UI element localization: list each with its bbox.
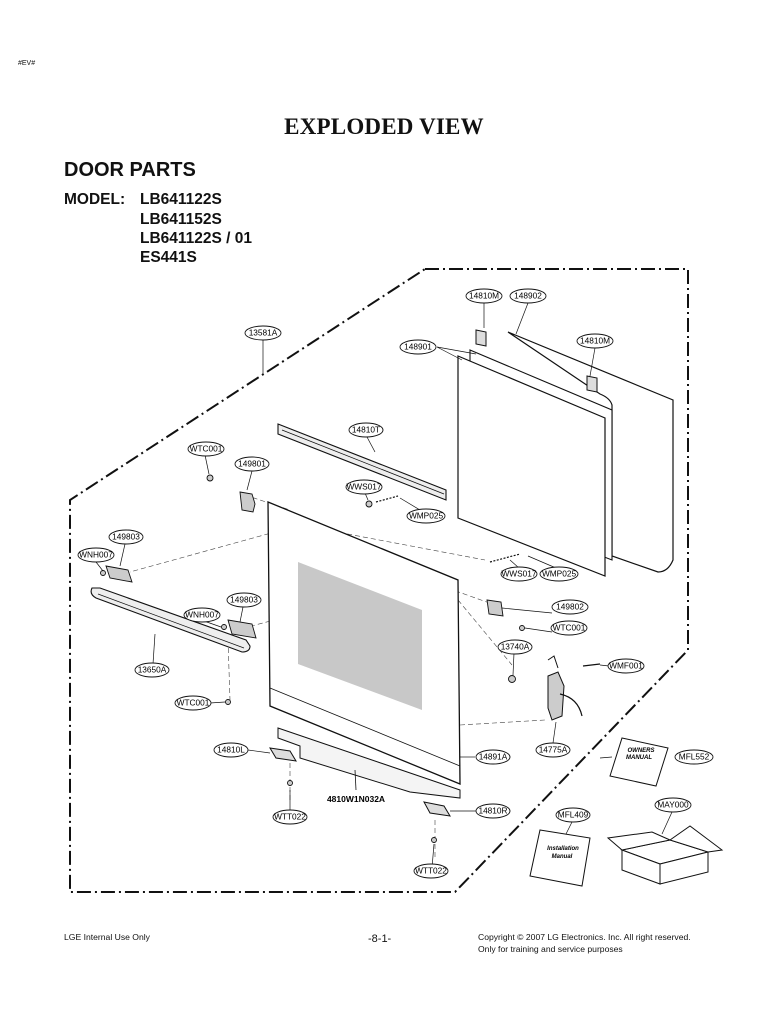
installation-manual-text: Manual bbox=[552, 854, 573, 860]
inner-glass-panel-front bbox=[457, 355, 606, 577]
model-number: LB641152S bbox=[140, 211, 222, 228]
svg-text:148902: 148902 bbox=[514, 291, 542, 301]
assembly-boundary bbox=[69, 268, 689, 893]
svg-text:WMP025: WMP025 bbox=[409, 511, 444, 521]
svg-text:WTC001: WTC001 bbox=[177, 698, 210, 708]
callout: 14810M bbox=[576, 333, 614, 349]
callout: WNH007 bbox=[77, 547, 115, 563]
callout: 149803 bbox=[226, 592, 262, 608]
callout: 14810T bbox=[348, 422, 384, 438]
callout: WTC001 bbox=[550, 620, 588, 636]
callout: WMF001 bbox=[607, 658, 645, 674]
callout: 13740A bbox=[497, 639, 533, 655]
svg-text:14775A: 14775A bbox=[539, 745, 568, 755]
callout: 14775A bbox=[535, 742, 571, 758]
callout: WTT022 bbox=[272, 809, 308, 825]
callout: 149803 bbox=[108, 529, 144, 545]
section-title: DOOR PARTS bbox=[64, 159, 196, 181]
callout: WNH007 bbox=[183, 607, 221, 623]
svg-text:WNH007: WNH007 bbox=[79, 550, 113, 560]
callout: 13581A bbox=[244, 325, 282, 341]
callout: 148901 bbox=[399, 339, 437, 355]
model-number: LB641122S / 01 bbox=[140, 230, 253, 247]
callout: 13650A bbox=[134, 662, 170, 678]
svg-text:WTT022: WTT022 bbox=[274, 812, 306, 822]
svg-text:MAY000: MAY000 bbox=[657, 800, 689, 810]
hardware-parts bbox=[100, 474, 525, 843]
installation-manual bbox=[529, 829, 591, 887]
callout: 149802 bbox=[551, 599, 589, 615]
svg-text:14891A: 14891A bbox=[479, 752, 508, 762]
bottom-bracket-right bbox=[423, 801, 451, 817]
svg-text:149803: 149803 bbox=[112, 532, 140, 542]
svg-text:WWS017: WWS017 bbox=[346, 482, 381, 492]
callout: WTC001 bbox=[174, 695, 212, 711]
owners-manual-text: OWNERS bbox=[628, 748, 655, 754]
callout: WMP025 bbox=[539, 566, 579, 582]
door-window bbox=[298, 562, 422, 710]
model-label: MODEL: bbox=[64, 191, 126, 208]
svg-text:WTC001: WTC001 bbox=[553, 623, 586, 633]
callout: 14810M bbox=[465, 288, 503, 304]
owners-manual bbox=[609, 737, 669, 787]
svg-text:14810T: 14810T bbox=[352, 425, 380, 435]
callout: WMP025 bbox=[406, 508, 446, 524]
footer-note: Only for training and service purposes bbox=[478, 944, 623, 954]
callout: 148902 bbox=[509, 288, 547, 304]
svg-text:13740A: 13740A bbox=[501, 642, 530, 652]
callout: MFL409 bbox=[555, 807, 591, 823]
screws bbox=[375, 495, 601, 667]
callout: 14810L bbox=[213, 742, 249, 758]
svg-text:MFL409: MFL409 bbox=[558, 810, 589, 820]
model-number: LB641122S bbox=[140, 191, 222, 208]
svg-text:14810R: 14810R bbox=[478, 806, 507, 816]
svg-text:WTC001: WTC001 bbox=[190, 444, 223, 454]
model-number: ES441S bbox=[140, 249, 197, 266]
callout: WTC001 bbox=[187, 441, 225, 457]
bottom-bracket-left bbox=[269, 747, 297, 762]
svg-text:149803: 149803 bbox=[230, 595, 258, 605]
svg-text:13650A: 13650A bbox=[138, 665, 167, 675]
owners-manual-text: MANUAL bbox=[626, 755, 652, 761]
svg-text:MFL552: MFL552 bbox=[679, 752, 710, 762]
footer-copyright: Copyright © 2007 LG Electronics. Inc. Al… bbox=[478, 932, 691, 942]
svg-text:WMF001: WMF001 bbox=[609, 661, 643, 671]
svg-text:149802: 149802 bbox=[556, 602, 584, 612]
svg-text:14810M: 14810M bbox=[469, 291, 499, 301]
callout: 149801 bbox=[234, 456, 270, 472]
base-part-label: 4810W1N032A bbox=[327, 794, 385, 804]
page-title: EXPLODED VIEW bbox=[284, 114, 484, 139]
page-number: -8-1- bbox=[368, 933, 392, 945]
callout: 14810R bbox=[475, 803, 511, 819]
callout: 14891A bbox=[475, 749, 511, 765]
svg-text:13581A: 13581A bbox=[249, 328, 278, 338]
outer-glass-panel bbox=[507, 331, 674, 573]
svg-text:WNH007: WNH007 bbox=[185, 610, 219, 620]
svg-text:14810L: 14810L bbox=[217, 745, 245, 755]
callout: WWS017 bbox=[345, 479, 383, 495]
glass-bracket-top bbox=[475, 329, 598, 393]
callout: WWS017 bbox=[500, 566, 538, 582]
installation-manual-text: Installation bbox=[547, 846, 579, 852]
footer-internal-use: LGE Internal Use Only bbox=[64, 932, 150, 942]
callout-bubbles: 14810M 148902 13581A 148901 14810M 14810… bbox=[77, 288, 714, 879]
svg-text:WWS017: WWS017 bbox=[501, 569, 536, 579]
svg-text:148901: 148901 bbox=[404, 342, 432, 352]
shipping-box bbox=[606, 825, 724, 885]
svg-text:14810M: 14810M bbox=[580, 336, 610, 346]
callout: WTT022 bbox=[413, 863, 449, 879]
svg-text:WTT022: WTT022 bbox=[415, 866, 447, 876]
svg-text:149801: 149801 bbox=[238, 459, 266, 469]
svg-text:WMP025: WMP025 bbox=[542, 569, 577, 579]
door-handle bbox=[90, 587, 251, 653]
document-code: #EV# bbox=[18, 60, 36, 67]
callout: MAY000 bbox=[654, 797, 692, 813]
door-hinge bbox=[547, 671, 565, 721]
callout: MFL552 bbox=[674, 749, 714, 765]
